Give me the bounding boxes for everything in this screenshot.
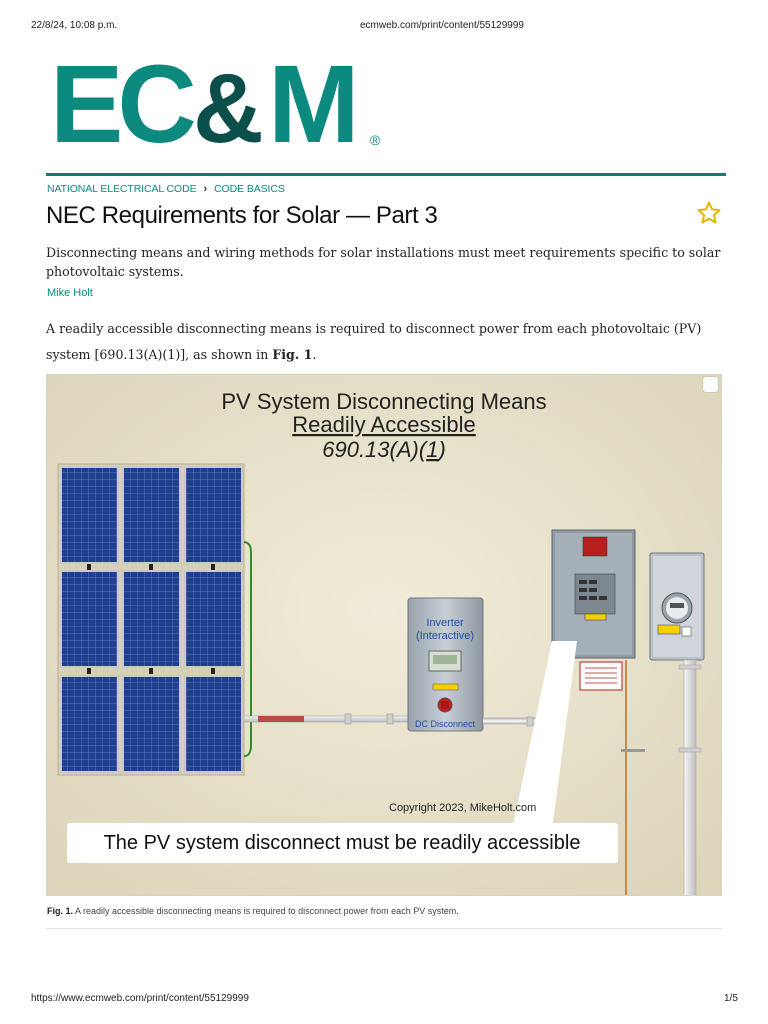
solar-array xyxy=(57,463,245,776)
code-ref-prefix: 690.13(A)( xyxy=(322,437,429,462)
inverter-label-2: (Interactive) xyxy=(416,630,474,642)
meter-riser xyxy=(683,659,697,895)
solar-panel xyxy=(184,466,243,564)
logo-registered: ® xyxy=(370,132,381,148)
warning-label xyxy=(579,661,623,691)
inverter-label: Inverter xyxy=(426,617,464,629)
print-header: 22/8/24, 10:08 p.m. ecmweb.com/print/con… xyxy=(0,0,768,31)
chevron-right-icon: › xyxy=(203,183,208,195)
solar-panel xyxy=(60,466,119,564)
diagram-copyright: Copyright 2023, MikeHolt.com xyxy=(389,802,536,814)
utility-meter xyxy=(649,552,705,661)
pv-diagram: PV System Disconnecting Means Readily Ac… xyxy=(47,375,721,895)
diagram-subheading: Readily Accessible xyxy=(292,412,475,437)
ecm-logo[interactable]: EC & M ® xyxy=(50,50,390,150)
solar-panel xyxy=(184,675,243,773)
logo-m: M xyxy=(268,50,360,150)
solar-panel xyxy=(60,570,119,668)
ground-wire xyxy=(243,541,253,757)
solar-panel xyxy=(122,570,181,668)
paragraph-text: A readily accessible disconnecting means… xyxy=(46,321,702,362)
code-ref-num: 1 xyxy=(426,437,438,462)
breadcrumb: NATIONAL ELECTRICAL CODE › CODE BASICS xyxy=(47,183,285,195)
caption-text: A readily accessible disconnecting means… xyxy=(73,906,459,916)
article-dek: Disconnecting means and wiring methods f… xyxy=(46,245,721,279)
caption-divider xyxy=(46,928,722,929)
breadcrumb-item-nec[interactable]: NATIONAL ELECTRICAL CODE xyxy=(47,183,197,195)
author-link[interactable]: Mike Holt xyxy=(47,287,93,299)
callout-box xyxy=(67,823,618,863)
print-datetime: 22/8/24, 10:08 p.m. xyxy=(31,20,118,31)
page-number: 1/5 xyxy=(724,993,738,1004)
paragraph-end: . xyxy=(312,347,317,362)
figure-1: PV System Disconnecting Means Readily Ac… xyxy=(46,374,722,896)
logo-amp: & xyxy=(193,53,264,150)
ac-panelboard xyxy=(551,529,636,659)
star-outline-icon[interactable] xyxy=(696,200,722,226)
figure-reference: Fig. 1 xyxy=(272,347,313,362)
code-ref-suffix: ) xyxy=(435,437,445,462)
callout-text: The PV system disconnect must be readily… xyxy=(104,832,581,854)
expand-icon[interactable] xyxy=(703,377,718,392)
dc-disconnect-label: DC Disconnect xyxy=(415,719,476,729)
caption-label: Fig. 1. xyxy=(47,906,74,916)
solar-panel xyxy=(122,675,181,773)
figure-caption: Fig. 1. A readily accessible disconnecti… xyxy=(47,906,459,916)
print-url: ecmweb.com/print/content/55129999 xyxy=(360,20,524,31)
header-rule xyxy=(46,173,726,176)
breadcrumb-item-code-basics[interactable]: CODE BASICS xyxy=(214,183,285,195)
solar-panel xyxy=(60,675,119,773)
solar-panel xyxy=(122,466,181,564)
callout-pointer xyxy=(512,641,577,830)
footer-url: https://www.ecmweb.com/print/content/551… xyxy=(31,993,249,1004)
article-title: NEC Requirements for Solar — Part 3 xyxy=(46,202,438,229)
diagram-heading: PV System Disconnecting Means xyxy=(221,389,546,414)
diagram-code-ref: 690.13(A)(1) xyxy=(322,437,446,462)
solar-panel xyxy=(184,570,243,668)
article-paragraph: A readily accessible disconnecting means… xyxy=(46,316,726,368)
inverter: Inverter (Interactive) DC Disconnect xyxy=(407,597,484,732)
logo-ec: EC xyxy=(50,50,194,150)
